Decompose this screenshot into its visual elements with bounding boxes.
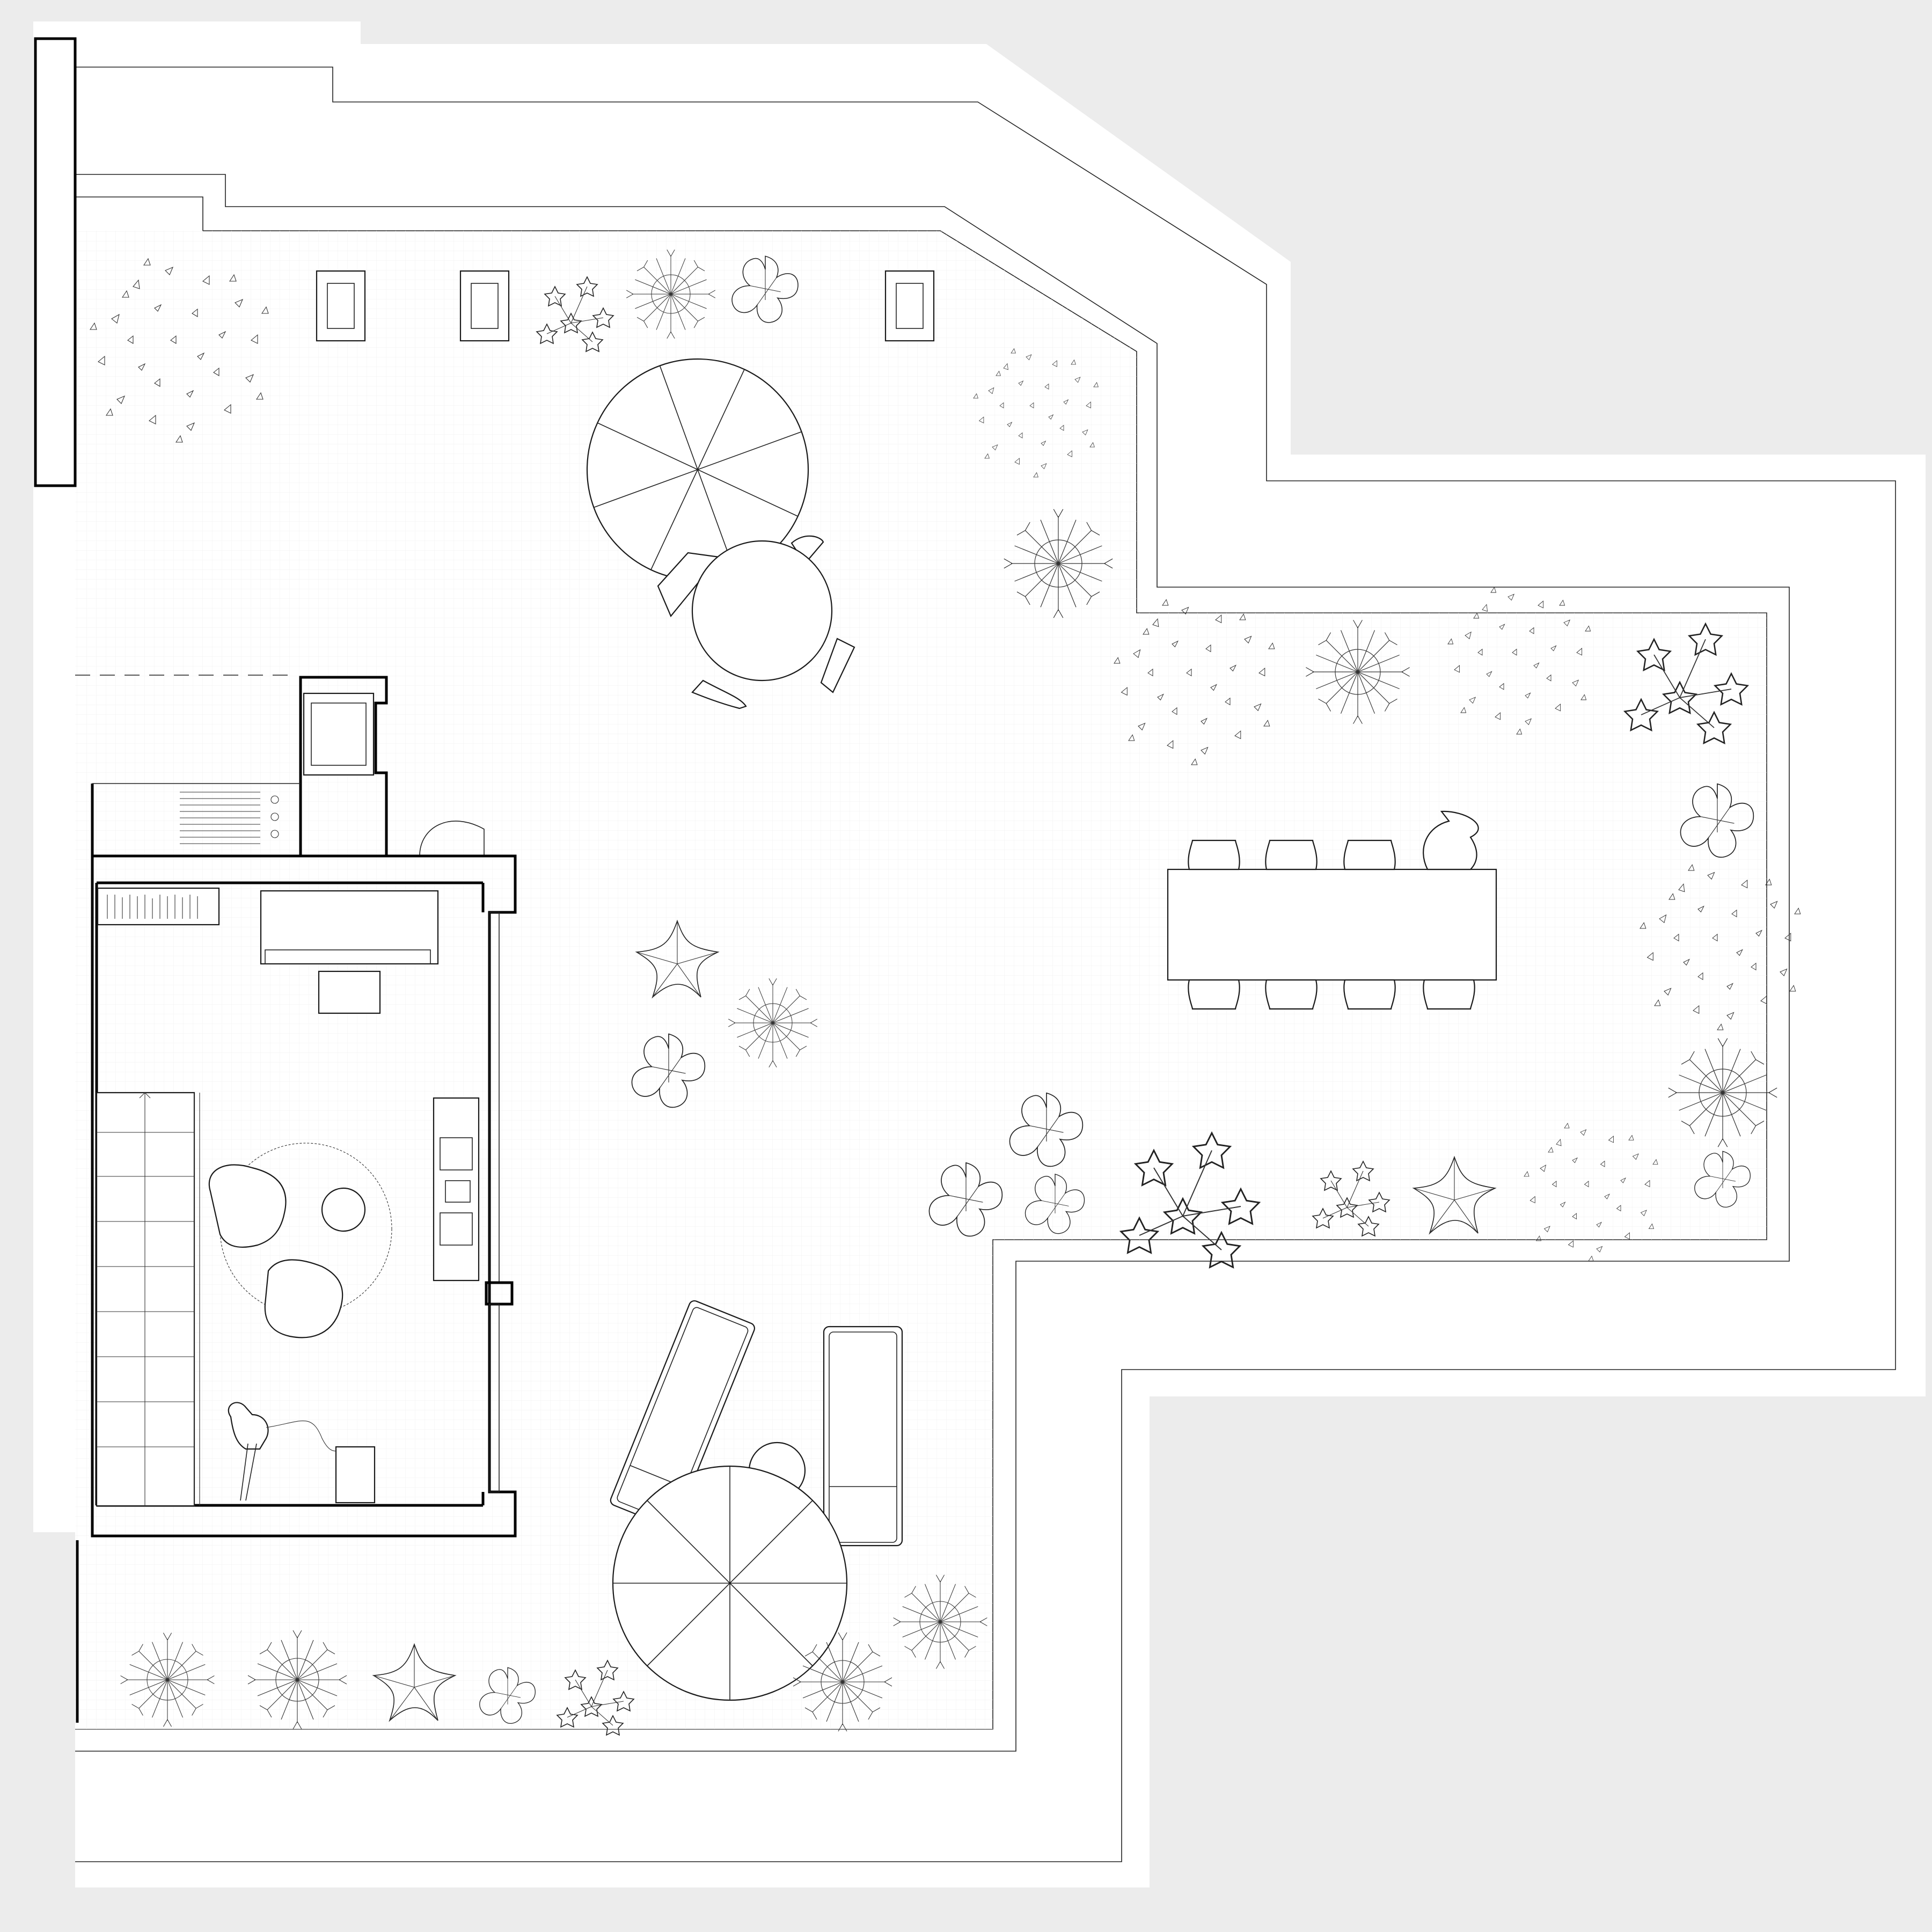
sideboard-item <box>440 1137 473 1170</box>
dining-chair <box>1423 979 1475 1010</box>
lounge-chair <box>208 1164 287 1248</box>
oven-door <box>311 702 367 766</box>
paved-floor <box>75 231 1767 1729</box>
side-table <box>321 1187 366 1232</box>
dining-chair <box>1188 979 1240 1010</box>
cooktop <box>180 792 279 844</box>
books <box>107 895 198 919</box>
keyboard <box>265 949 431 964</box>
parapet-inner-line <box>75 174 1790 1752</box>
lounge-chair-round <box>657 535 855 709</box>
staircase <box>96 1092 200 1507</box>
desk-stool <box>318 970 381 1014</box>
guitar <box>228 1402 344 1501</box>
parasol-south <box>612 1465 848 1701</box>
skylight <box>459 270 510 342</box>
sideboard-item <box>445 1180 471 1203</box>
desk <box>260 890 439 965</box>
west-wall <box>34 37 77 487</box>
dining-chair <box>1265 839 1318 870</box>
dining-chair <box>1343 979 1396 1010</box>
amplifier <box>335 1446 376 1504</box>
skylight <box>884 270 935 342</box>
dining-chair <box>1423 810 1479 870</box>
lounge-chair <box>264 1259 343 1338</box>
oven <box>303 692 375 776</box>
sun-lounger <box>823 1326 903 1547</box>
bin <box>419 821 485 857</box>
studio-window-bottom <box>489 1304 500 1492</box>
bookshelf <box>97 887 220 926</box>
round-rug <box>219 1143 392 1315</box>
dining-table <box>1167 868 1497 981</box>
dining-chair <box>1343 839 1396 870</box>
sideboard <box>433 1097 480 1282</box>
sideboard-item <box>440 1212 473 1246</box>
skylight <box>316 270 366 342</box>
dining-chair <box>1265 979 1318 1010</box>
dining-chair <box>1188 839 1240 870</box>
parapet-outer-line <box>75 67 1896 1862</box>
